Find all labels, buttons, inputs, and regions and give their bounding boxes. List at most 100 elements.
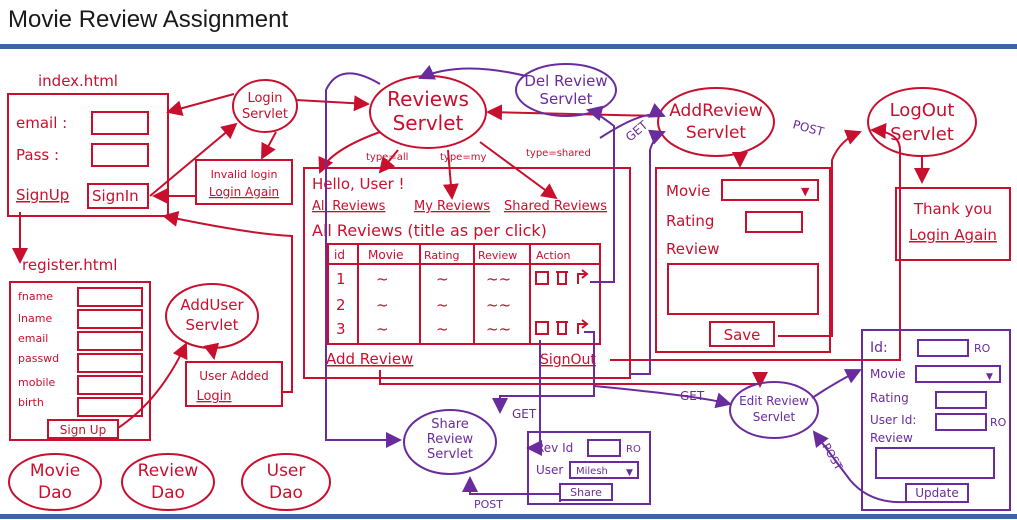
row1-rating: ~ [436, 270, 449, 288]
row1-actions [535, 269, 589, 285]
review-dao-line1: Review [138, 461, 199, 481]
add-review-servlet-line1: AddReview [669, 101, 763, 121]
register-fields: fname lname email passwd mobile birth [18, 290, 59, 409]
add-user-servlet-line2: Servlet [185, 316, 238, 334]
tab-shared-reviews[interactable]: Shared Reviews [504, 199, 607, 214]
edit-servlet-line1: Edit Review [739, 394, 809, 408]
row3-actions [535, 319, 589, 335]
row3-movie: ~ [376, 320, 389, 338]
signup-link[interactable]: SignUp [16, 186, 69, 204]
edit-servlet-line2: Servlet [753, 410, 796, 424]
share-servlet-line2: Review [427, 432, 474, 447]
reg-mobile-label: mobile [18, 376, 56, 389]
type-my-label: type=my [440, 152, 486, 163]
invalid-login-line1: Invalid login [211, 168, 278, 181]
share-rev-id-label: Rev Id [536, 441, 573, 455]
index-box [7, 93, 169, 217]
edit-id-input[interactable] [917, 339, 969, 357]
logout-servlet-line1: LogOut [890, 100, 955, 121]
update-button-label: Update [915, 486, 958, 500]
movie-select[interactable] [721, 179, 819, 201]
reviews-page-box [303, 167, 631, 379]
logout-servlet-line2: Servlet [890, 124, 954, 145]
invalid-login-line2[interactable]: Login Again [209, 185, 279, 199]
register-signup-button[interactable] [47, 419, 119, 439]
share-user-select[interactable] [569, 461, 639, 479]
reg-mobile-input[interactable] [77, 375, 143, 395]
register-box [9, 281, 151, 441]
edit-movie-label: Movie [870, 367, 906, 381]
delete-icon[interactable] [556, 321, 568, 335]
page-title: Movie Review Assignment [8, 6, 289, 33]
email-input[interactable] [91, 111, 149, 135]
delete-icon[interactable] [556, 271, 568, 285]
share-rev-id-input[interactable] [587, 439, 621, 457]
reg-fname-input[interactable] [77, 287, 143, 307]
reviews-subtitle: All Reviews (title as per click) [312, 221, 547, 240]
invalid-login-box [195, 159, 293, 205]
edit-icon[interactable] [535, 271, 549, 285]
edit-movie-select[interactable] [915, 365, 1001, 383]
share-servlet-line1: Share [431, 417, 469, 432]
share-user-value: Milesh [576, 466, 608, 477]
edit-userid-input[interactable] [935, 413, 987, 431]
movie-dao-node [8, 453, 102, 511]
reg-lname-input[interactable] [77, 309, 143, 329]
reg-passwd-input[interactable] [77, 353, 143, 373]
share-servlet-line3: Servlet [427, 447, 473, 462]
share-icon[interactable] [577, 269, 589, 284]
login-servlet-line2: Servlet [242, 107, 288, 122]
reg-lname-label: lname [18, 312, 52, 325]
share-button[interactable] [559, 483, 613, 501]
share-review-servlet-node [403, 409, 497, 475]
row3-rating: ~ [436, 320, 449, 338]
red-group: index.html email : Pass : SignUp SignIn … [7, 72, 1011, 511]
pass-label: Pass : [16, 146, 59, 164]
email-label: email : [16, 114, 67, 132]
reg-passwd-label: passwd [18, 352, 59, 365]
user-dao-line2: Dao [269, 483, 303, 503]
add-user-servlet-line1: AddUser [180, 296, 244, 314]
row1-movie: ~ [376, 270, 389, 288]
signin-button[interactable] [87, 183, 149, 209]
user-added-line1: User Added [199, 369, 268, 383]
edit-review-textarea[interactable] [875, 447, 995, 479]
reviews-table [327, 243, 601, 345]
get-label-share: GET [512, 407, 537, 421]
save-button[interactable] [709, 321, 775, 347]
user-added-line2[interactable]: Login [196, 389, 231, 404]
share-form-box [527, 431, 651, 505]
tab-my-reviews[interactable]: My Reviews [414, 199, 490, 214]
edit-icon[interactable] [535, 321, 549, 335]
type-shared-label: type=shared [526, 148, 591, 159]
update-button[interactable] [905, 483, 969, 503]
movie-dao-line2: Dao [38, 483, 72, 503]
thank-you-line2[interactable]: Login Again [909, 226, 997, 244]
row2-movie: ~ [376, 296, 389, 314]
th-action: Action [536, 249, 570, 262]
row2-review: ~~ [486, 296, 511, 314]
reg-fname-label: fname [18, 290, 53, 303]
hello-text: Hello, User ! [312, 175, 405, 193]
post-label-share: POST [474, 498, 503, 511]
reg-email-input[interactable] [77, 331, 143, 351]
pass-input[interactable] [91, 143, 149, 167]
th-id: id [334, 248, 345, 262]
rating-input[interactable] [745, 211, 803, 233]
form-rating-label: Rating [666, 212, 714, 230]
add-review-link[interactable]: Add Review [326, 350, 413, 368]
get-label-edit: GET [680, 389, 705, 403]
user-added-box [185, 361, 283, 407]
review-textarea[interactable] [667, 263, 819, 315]
row3-review: ~~ [486, 320, 511, 338]
reg-birth-input[interactable] [77, 397, 143, 417]
share-icon[interactable] [577, 319, 589, 334]
edit-rating-input[interactable] [935, 391, 987, 409]
save-label: Save [724, 326, 761, 344]
signout-link[interactable]: SignOut [540, 352, 596, 368]
edit-userid-label: User Id: [870, 413, 916, 427]
row3-id: 3 [336, 320, 346, 338]
chevron-down-icon: ▼ [801, 185, 810, 198]
tab-all-reviews[interactable]: All Reviews [312, 199, 386, 214]
